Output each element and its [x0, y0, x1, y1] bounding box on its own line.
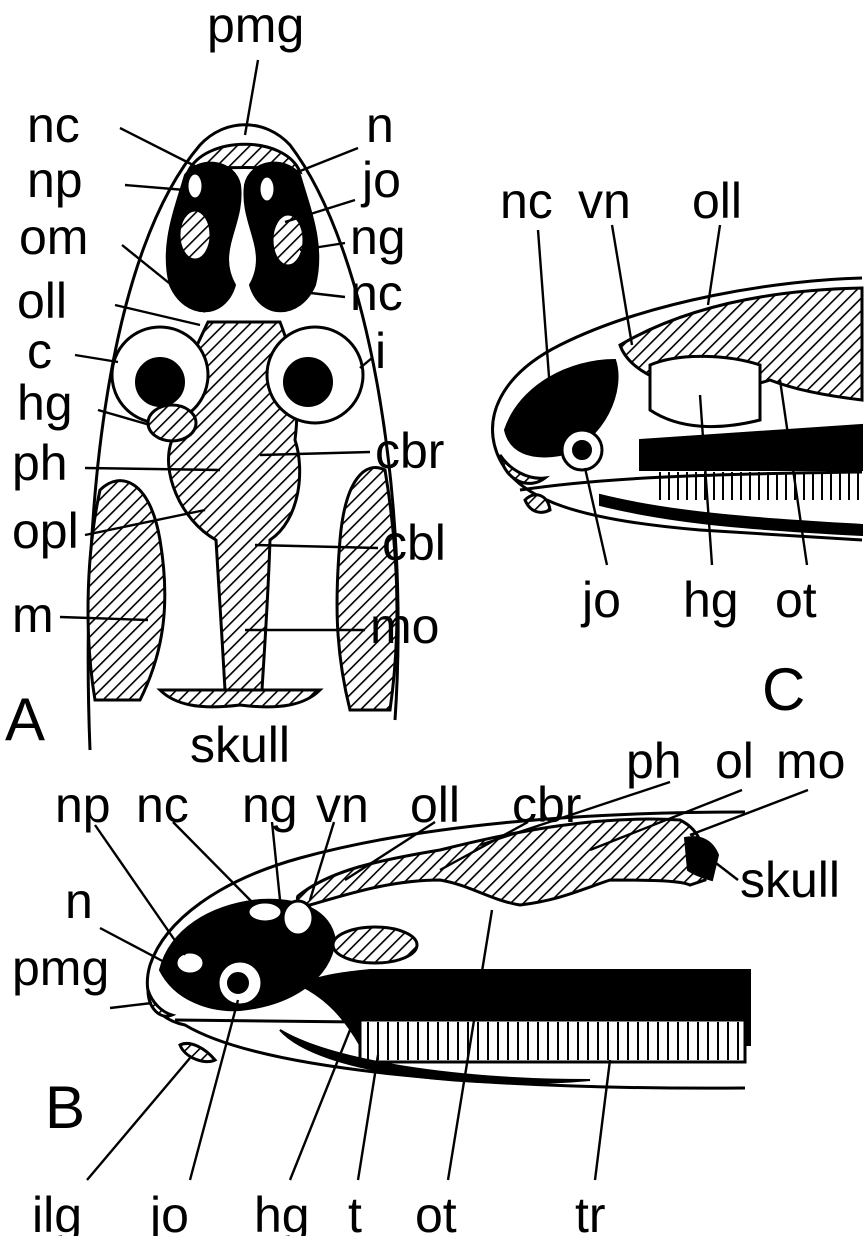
label-a-cbr: cbr — [375, 423, 444, 479]
label-a-nc-left: nc — [27, 97, 80, 153]
label-b-pmg: pmg — [12, 940, 109, 996]
label-b-n: n — [65, 873, 93, 929]
label-a-i: i — [375, 323, 386, 379]
leader-line — [110, 1003, 152, 1008]
nostril-left — [187, 173, 203, 199]
nasal-gland-b — [248, 902, 282, 922]
leader-line — [95, 825, 185, 955]
leader-line — [120, 128, 195, 166]
label-b-hg: hg — [254, 1187, 310, 1236]
leader-line — [538, 230, 550, 390]
label-a-ng: ng — [350, 209, 406, 265]
nostril-right — [259, 176, 275, 202]
muscle-right — [337, 468, 397, 710]
nostril-b — [176, 952, 204, 974]
label-a-oll: oll — [17, 273, 67, 329]
panel-a: pmg nc n np jo om ng nc oll c i hg cbr p… — [5, 0, 446, 773]
brain-cavity-c — [650, 356, 760, 426]
label-a-mo: mo — [370, 598, 439, 654]
label-a-skull: skull — [190, 717, 290, 773]
tongue-c — [640, 425, 862, 470]
leader-line — [87, 1058, 190, 1180]
leader-line — [190, 1000, 238, 1180]
leader-line — [612, 225, 632, 345]
skull-a — [160, 690, 320, 707]
label-c-vn: vn — [578, 173, 631, 229]
label-c-jo: jo — [580, 572, 621, 628]
eye-b-lens — [228, 973, 248, 993]
label-a-nc-right: nc — [350, 265, 403, 321]
panel-a-label: A — [5, 686, 45, 753]
label-b-ol: ol — [715, 733, 754, 789]
label-c-oll: oll — [692, 173, 742, 229]
mouth-line-b — [175, 1020, 360, 1022]
label-a-cbl: cbl — [382, 515, 446, 571]
jaw-c — [600, 495, 862, 535]
lower-jaw-c — [525, 495, 550, 513]
label-a-pmg: pmg — [207, 0, 304, 53]
mouth-line-c — [520, 472, 862, 490]
eye-right-lens — [284, 358, 332, 406]
eye-c-lens — [573, 441, 591, 459]
leader-line — [712, 860, 738, 880]
label-c-ot: ot — [775, 572, 817, 628]
panel-c-label: C — [762, 656, 805, 723]
label-b-oll: oll — [410, 777, 460, 833]
harderian-gland-left — [148, 405, 196, 441]
harderian-gland-b — [333, 927, 417, 963]
label-b-ph: ph — [626, 733, 682, 789]
label-b-ot: ot — [415, 1187, 457, 1236]
label-b-jo: jo — [148, 1187, 189, 1236]
leader-line — [115, 305, 200, 325]
label-a-m: m — [12, 587, 54, 643]
leader-line — [358, 1055, 378, 1180]
leader-line — [75, 355, 118, 362]
label-b-nc: nc — [136, 777, 189, 833]
panel-b-label: B — [45, 1074, 85, 1141]
label-c-hg: hg — [683, 572, 739, 628]
label-a-jo: jo — [360, 152, 401, 208]
panel-c: nc vn oll jo hg ot C — [493, 173, 863, 723]
label-b-np: np — [55, 777, 111, 833]
label-b-tr: tr — [575, 1187, 606, 1236]
label-c-nc: nc — [500, 173, 553, 229]
label-a-hg: hg — [17, 375, 73, 431]
label-b-ilg: ilg — [32, 1187, 82, 1236]
label-a-ph: ph — [12, 435, 68, 491]
label-b-vn: vn — [316, 777, 369, 833]
label-a-n: n — [366, 97, 394, 153]
label-a-opl: opl — [12, 503, 79, 559]
label-a-om: om — [19, 209, 88, 265]
lower-jaw-b — [180, 1043, 215, 1061]
label-a-c: c — [27, 323, 52, 379]
label-b-ng: ng — [242, 777, 298, 833]
label-b-mo: mo — [776, 733, 845, 789]
snout-c — [500, 455, 545, 483]
label-a-np: np — [27, 152, 83, 208]
leader-line — [272, 822, 280, 900]
muscle-left — [88, 481, 165, 700]
eye-left-lens — [136, 358, 184, 406]
label-b-cbr: cbr — [512, 777, 581, 833]
leader-line — [125, 185, 185, 190]
leader-line — [708, 225, 720, 305]
label-b-t: t — [348, 1187, 362, 1236]
label-b-skull: skull — [740, 852, 840, 908]
nasal-gland-left — [179, 210, 211, 260]
panel-b: np nc ng vn oll cbr ph ol mo skull n pmg… — [12, 733, 845, 1236]
nasal-gland-b2 — [283, 901, 313, 935]
leader-line — [595, 1060, 610, 1180]
